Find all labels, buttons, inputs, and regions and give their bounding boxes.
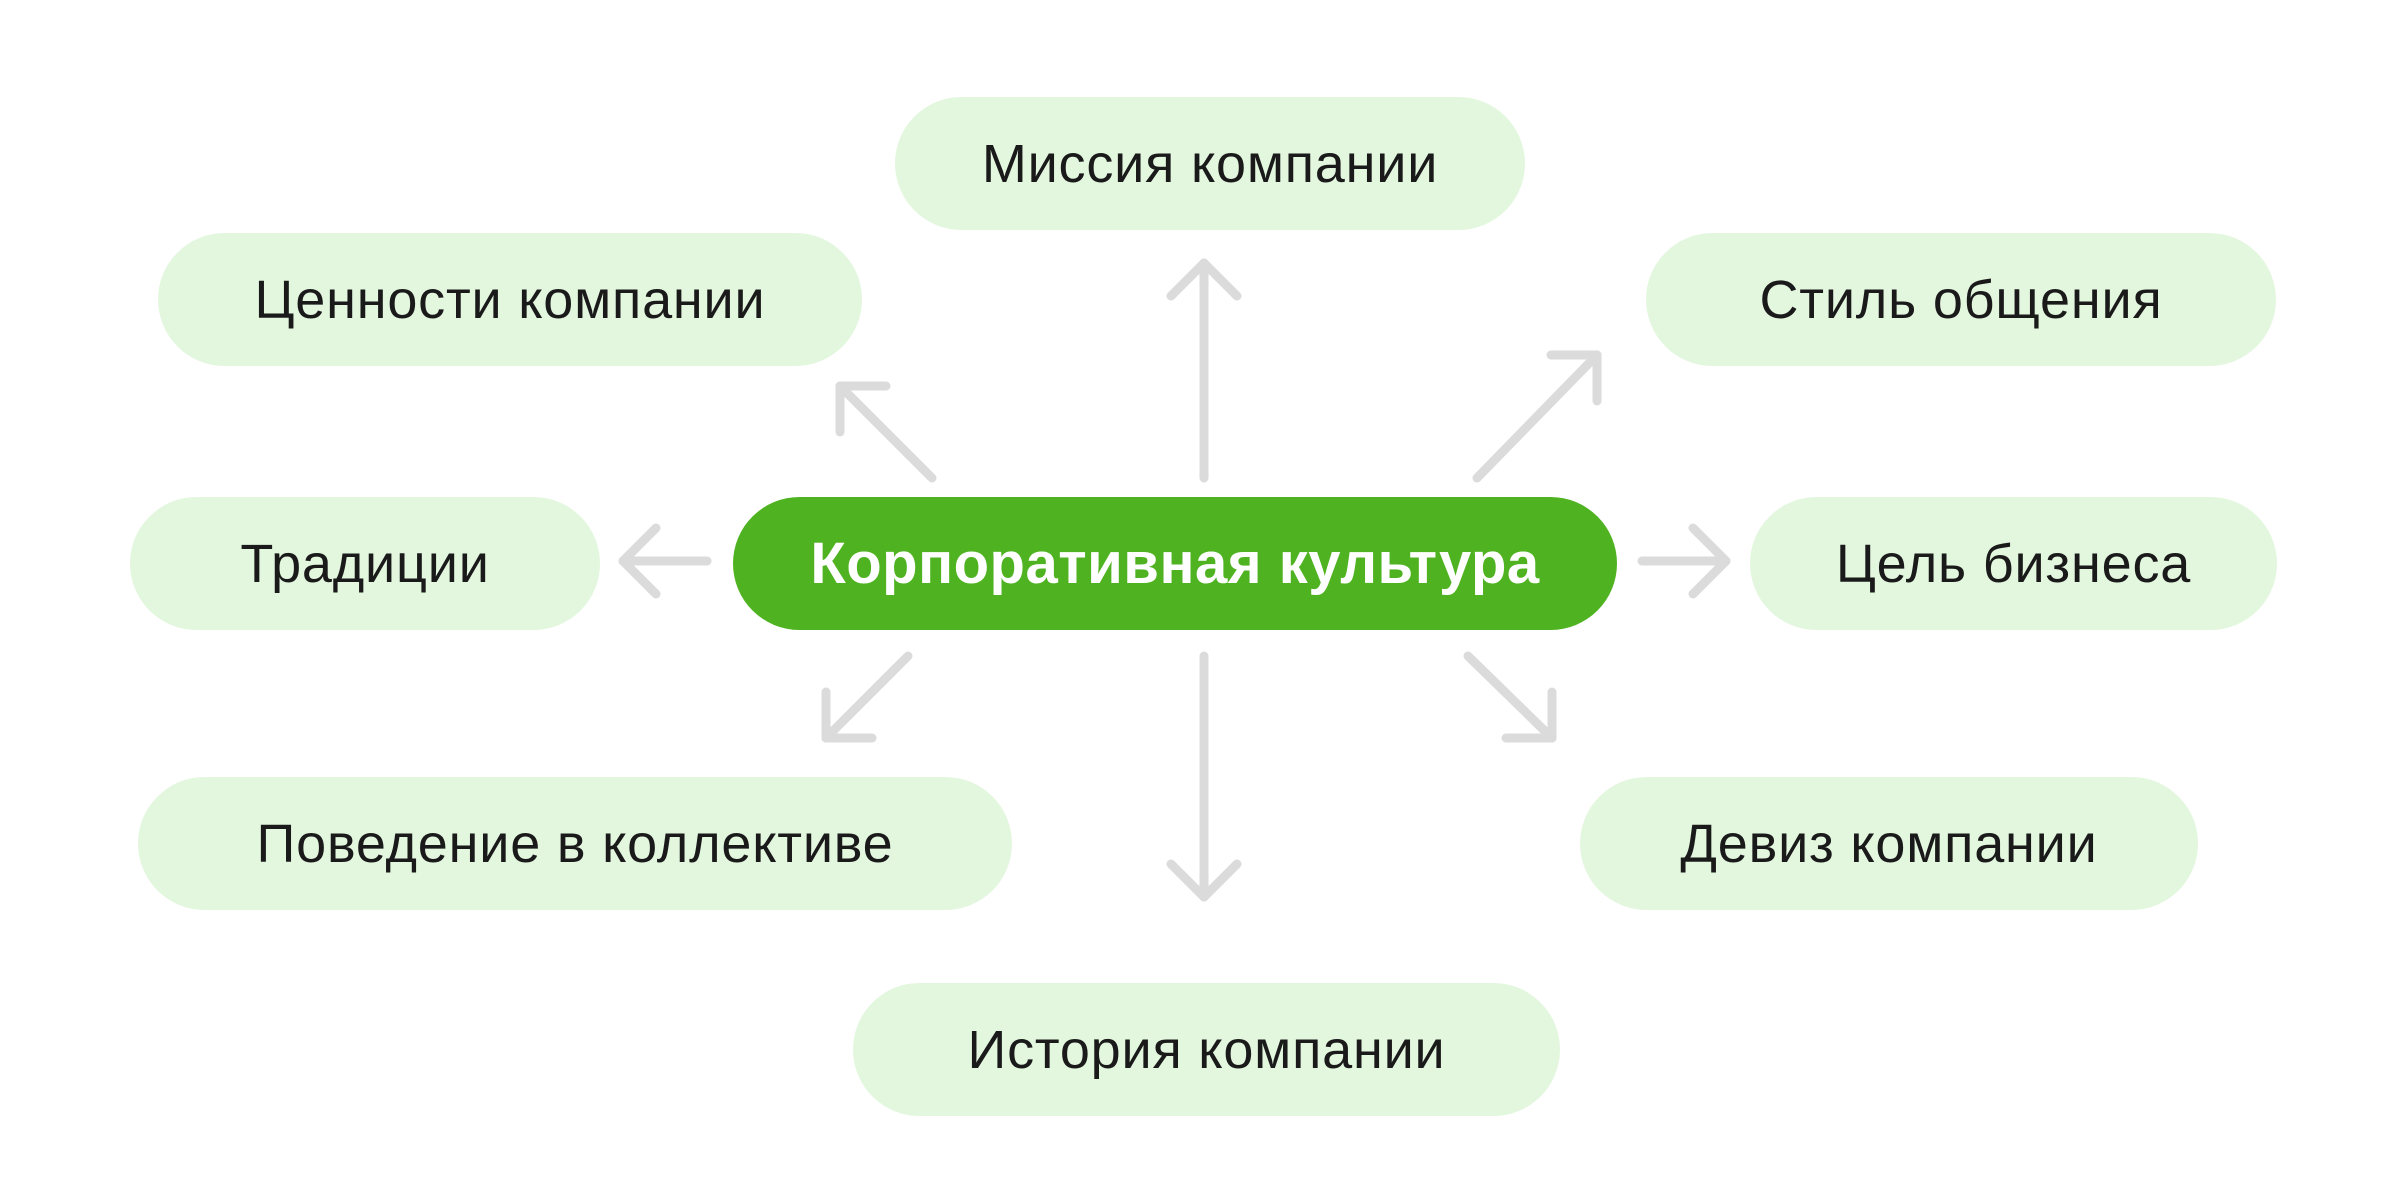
- arrow-down-right-icon: [1463, 651, 1557, 743]
- node-company-history-label: История компании: [967, 1019, 1446, 1080]
- node-central-corporate-culture: Корпоративная культура: [733, 497, 1617, 630]
- node-mission: Миссия компании: [895, 97, 1525, 230]
- arrow-up-left-icon: [835, 381, 937, 483]
- arrow-up-icon: [1166, 258, 1242, 483]
- arrow-down-icon: [1166, 651, 1242, 902]
- arrow-right-icon: [1637, 523, 1731, 599]
- node-company-history: История компании: [853, 983, 1560, 1116]
- node-central-label: Корпоративная культура: [810, 531, 1540, 596]
- node-company-motto-label: Девиз компании: [1680, 813, 2098, 874]
- arrow-up-right-icon: [1472, 350, 1602, 483]
- node-mission-label: Миссия компании: [981, 133, 1439, 194]
- arrow-down-left-icon: [821, 651, 913, 743]
- node-business-goal: Цель бизнеса: [1750, 497, 2277, 630]
- node-team-behavior-label: Поведение в коллективе: [256, 813, 894, 874]
- node-company-motto: Девиз компании: [1580, 777, 2198, 910]
- node-traditions: Традиции: [130, 497, 600, 630]
- node-communication-style: Стиль общения: [1646, 233, 2276, 366]
- arrow-left-icon: [618, 523, 712, 599]
- node-traditions-label: Традиции: [240, 533, 490, 594]
- node-values-label: Ценности компании: [254, 269, 766, 330]
- node-business-goal-label: Цель бизнеса: [1835, 533, 2192, 594]
- node-values: Ценности компании: [158, 233, 862, 366]
- node-team-behavior: Поведение в коллективе: [138, 777, 1012, 910]
- node-communication-style-label: Стиль общения: [1759, 269, 2163, 330]
